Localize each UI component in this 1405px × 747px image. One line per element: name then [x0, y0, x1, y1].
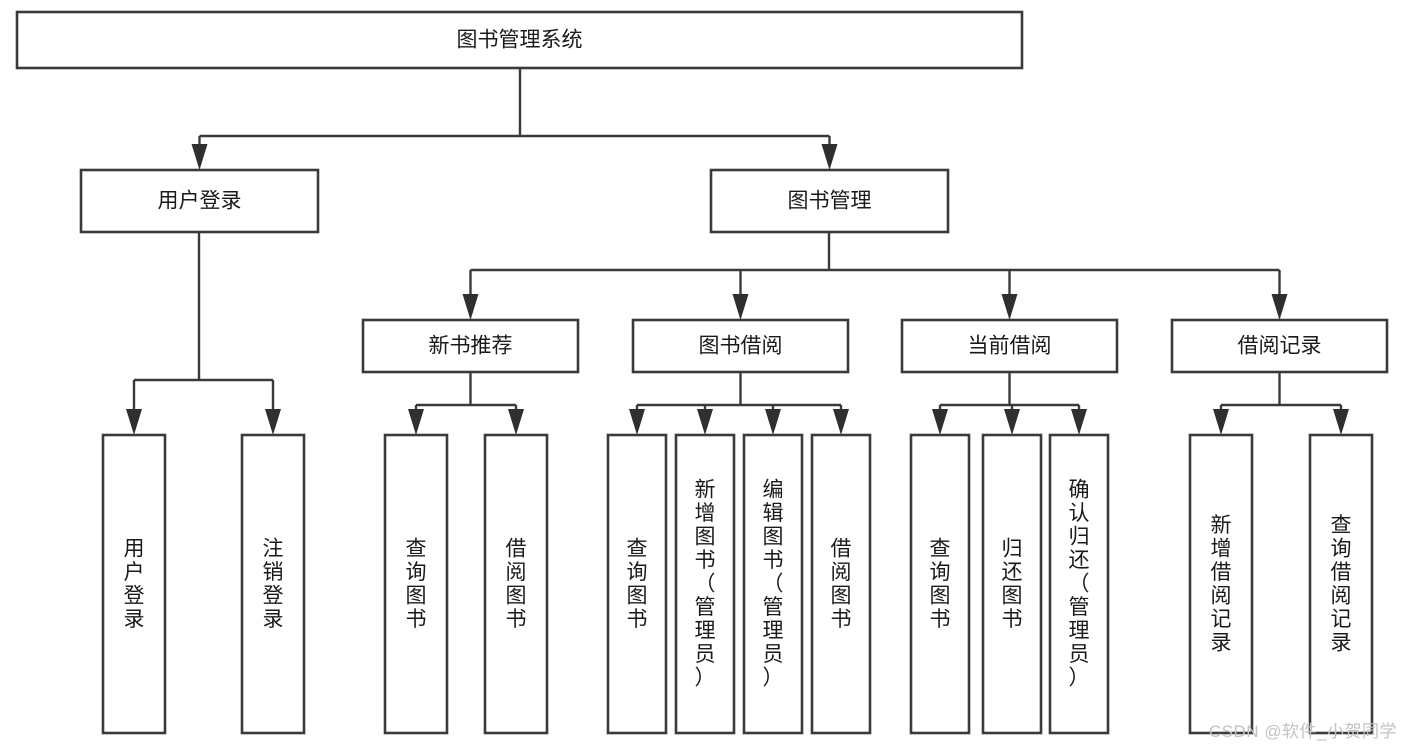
node-layer: 图书管理系统用户登录图书管理新书推荐图书借阅当前借阅借阅记录用户登录注销登录查询… — [15, 10, 1389, 735]
node-book-borrow-label: 图书借阅 — [699, 335, 783, 358]
node-leaf-query-book-2[interactable]: 查询图书 — [606, 433, 668, 735]
node-leaf-query-book-3-box — [909, 433, 971, 735]
node-leaf-return-book[interactable]: 归还图书 — [981, 433, 1043, 735]
node-leaf-edit-book-box — [742, 433, 804, 735]
node-leaf-add-book[interactable]: 新增图书（管理员） — [674, 433, 736, 735]
node-leaf-query-record-label: 查询借阅记录 — [1331, 514, 1352, 655]
node-leaf-borrow-book-1-box — [483, 433, 549, 735]
node-leaf-query-book-1-label: 查询图书 — [406, 537, 427, 631]
node-leaf-confirm-return-box — [1048, 433, 1110, 735]
connector-book-borrow-branch-2-arrowhead — [765, 409, 781, 435]
connector-book-manage-branch-2-arrowhead — [1001, 294, 1018, 320]
node-book-manage[interactable]: 图书管理 — [709, 168, 950, 234]
node-user-login-label: 用户登录 — [158, 190, 242, 213]
connector-root-branch-0-arrowhead — [191, 144, 208, 170]
node-leaf-add-book-box — [674, 433, 736, 735]
node-borrow-record[interactable]: 借阅记录 — [1170, 318, 1389, 374]
connector-current-borrow-branch-0-arrowhead — [932, 409, 948, 435]
node-leaf-add-record[interactable]: 新增借阅记录 — [1188, 433, 1254, 735]
node-leaf-borrow-book-1-label: 借阅图书 — [506, 537, 527, 631]
node-new-book-recommend[interactable]: 新书推荐 — [361, 318, 580, 374]
node-root-label: 图书管理系统 — [457, 29, 583, 52]
node-leaf-query-record[interactable]: 查询借阅记录 — [1308, 433, 1374, 735]
node-book-borrow[interactable]: 图书借阅 — [631, 318, 850, 374]
node-leaf-query-record-box — [1308, 433, 1374, 735]
node-current-borrow-label: 当前借阅 — [968, 335, 1052, 358]
node-leaf-query-book-2-box — [606, 433, 668, 735]
node-leaf-query-book-3-label: 查询图书 — [930, 537, 951, 631]
node-book-manage-box — [709, 168, 950, 234]
node-user-login-box — [79, 168, 320, 234]
node-leaf-borrow-book-2[interactable]: 借阅图书 — [810, 433, 872, 735]
node-leaf-query-book-1[interactable]: 查询图书 — [383, 433, 449, 735]
connector-borrow-record-branch-0-arrowhead — [1213, 409, 1229, 435]
connector-book-manage-branch-1-arrowhead — [732, 294, 749, 320]
node-leaf-add-record-label: 新增借阅记录 — [1211, 514, 1232, 655]
node-book-manage-label: 图书管理 — [788, 190, 872, 213]
node-leaf-add-record-box — [1188, 433, 1254, 735]
node-book-borrow-box — [631, 318, 850, 374]
node-leaf-confirm-return[interactable]: 确认归还（管理员） — [1048, 433, 1110, 735]
node-borrow-record-label: 借阅记录 — [1238, 335, 1322, 358]
connector-new-book-recommend-branch-1-arrowhead — [508, 409, 524, 435]
node-leaf-return-book-box — [981, 433, 1043, 735]
node-leaf-add-book-label: 新增图书（管理员） — [695, 479, 716, 690]
connector-book-borrow-branch-0-arrowhead — [629, 409, 645, 435]
node-leaf-query-book-2-label: 查询图书 — [627, 537, 648, 631]
node-root[interactable]: 图书管理系统 — [15, 10, 1024, 70]
node-leaf-borrow-book-2-label: 借阅图书 — [831, 537, 852, 631]
connector-book-borrow-branch-1-arrowhead — [697, 409, 713, 435]
connector-borrow-record-branch-1-arrowhead — [1333, 409, 1349, 435]
node-current-borrow[interactable]: 当前借阅 — [900, 318, 1119, 374]
node-leaf-user-login-label: 用户登录 — [124, 537, 145, 631]
connector-root-branch-1-arrowhead — [821, 144, 838, 170]
connector-current-borrow-branch-2-arrowhead — [1071, 409, 1087, 435]
node-user-login[interactable]: 用户登录 — [79, 168, 320, 234]
node-leaf-borrow-book-1[interactable]: 借阅图书 — [483, 433, 549, 735]
node-leaf-user-logout[interactable]: 注销登录 — [240, 433, 306, 735]
node-leaf-user-logout-box — [240, 433, 306, 735]
connector-user-login-branch-0-arrowhead — [126, 409, 142, 435]
node-new-book-recommend-label: 新书推荐 — [429, 335, 513, 358]
node-borrow-record-box — [1170, 318, 1389, 374]
node-leaf-borrow-book-2-box — [810, 433, 872, 735]
node-root-box — [15, 10, 1024, 70]
node-leaf-query-book-1-box — [383, 433, 449, 735]
node-current-borrow-box — [900, 318, 1119, 374]
node-leaf-user-login[interactable]: 用户登录 — [101, 433, 167, 735]
node-leaf-edit-book[interactable]: 编辑图书（管理员） — [742, 433, 804, 735]
node-leaf-edit-book-label: 编辑图书（管理员） — [763, 479, 784, 690]
node-leaf-return-book-label: 归还图书 — [1002, 537, 1023, 631]
connector-user-login-branch-1-arrowhead — [265, 409, 281, 435]
connector-layer — [126, 68, 1349, 435]
node-leaf-query-book-3[interactable]: 查询图书 — [909, 433, 971, 735]
connector-book-manage-branch-0-arrowhead — [462, 294, 479, 320]
connector-book-manage-branch-3-arrowhead — [1271, 294, 1288, 320]
node-leaf-confirm-return-label: 确认归还（管理员） — [1069, 479, 1090, 690]
node-leaf-user-logout-label: 注销登录 — [263, 537, 284, 631]
connector-current-borrow-branch-1-arrowhead — [1004, 409, 1020, 435]
connector-new-book-recommend-branch-0-arrowhead — [408, 409, 424, 435]
node-new-book-recommend-box — [361, 318, 580, 374]
node-leaf-user-login-box — [101, 433, 167, 735]
connector-book-borrow-branch-3-arrowhead — [833, 409, 849, 435]
